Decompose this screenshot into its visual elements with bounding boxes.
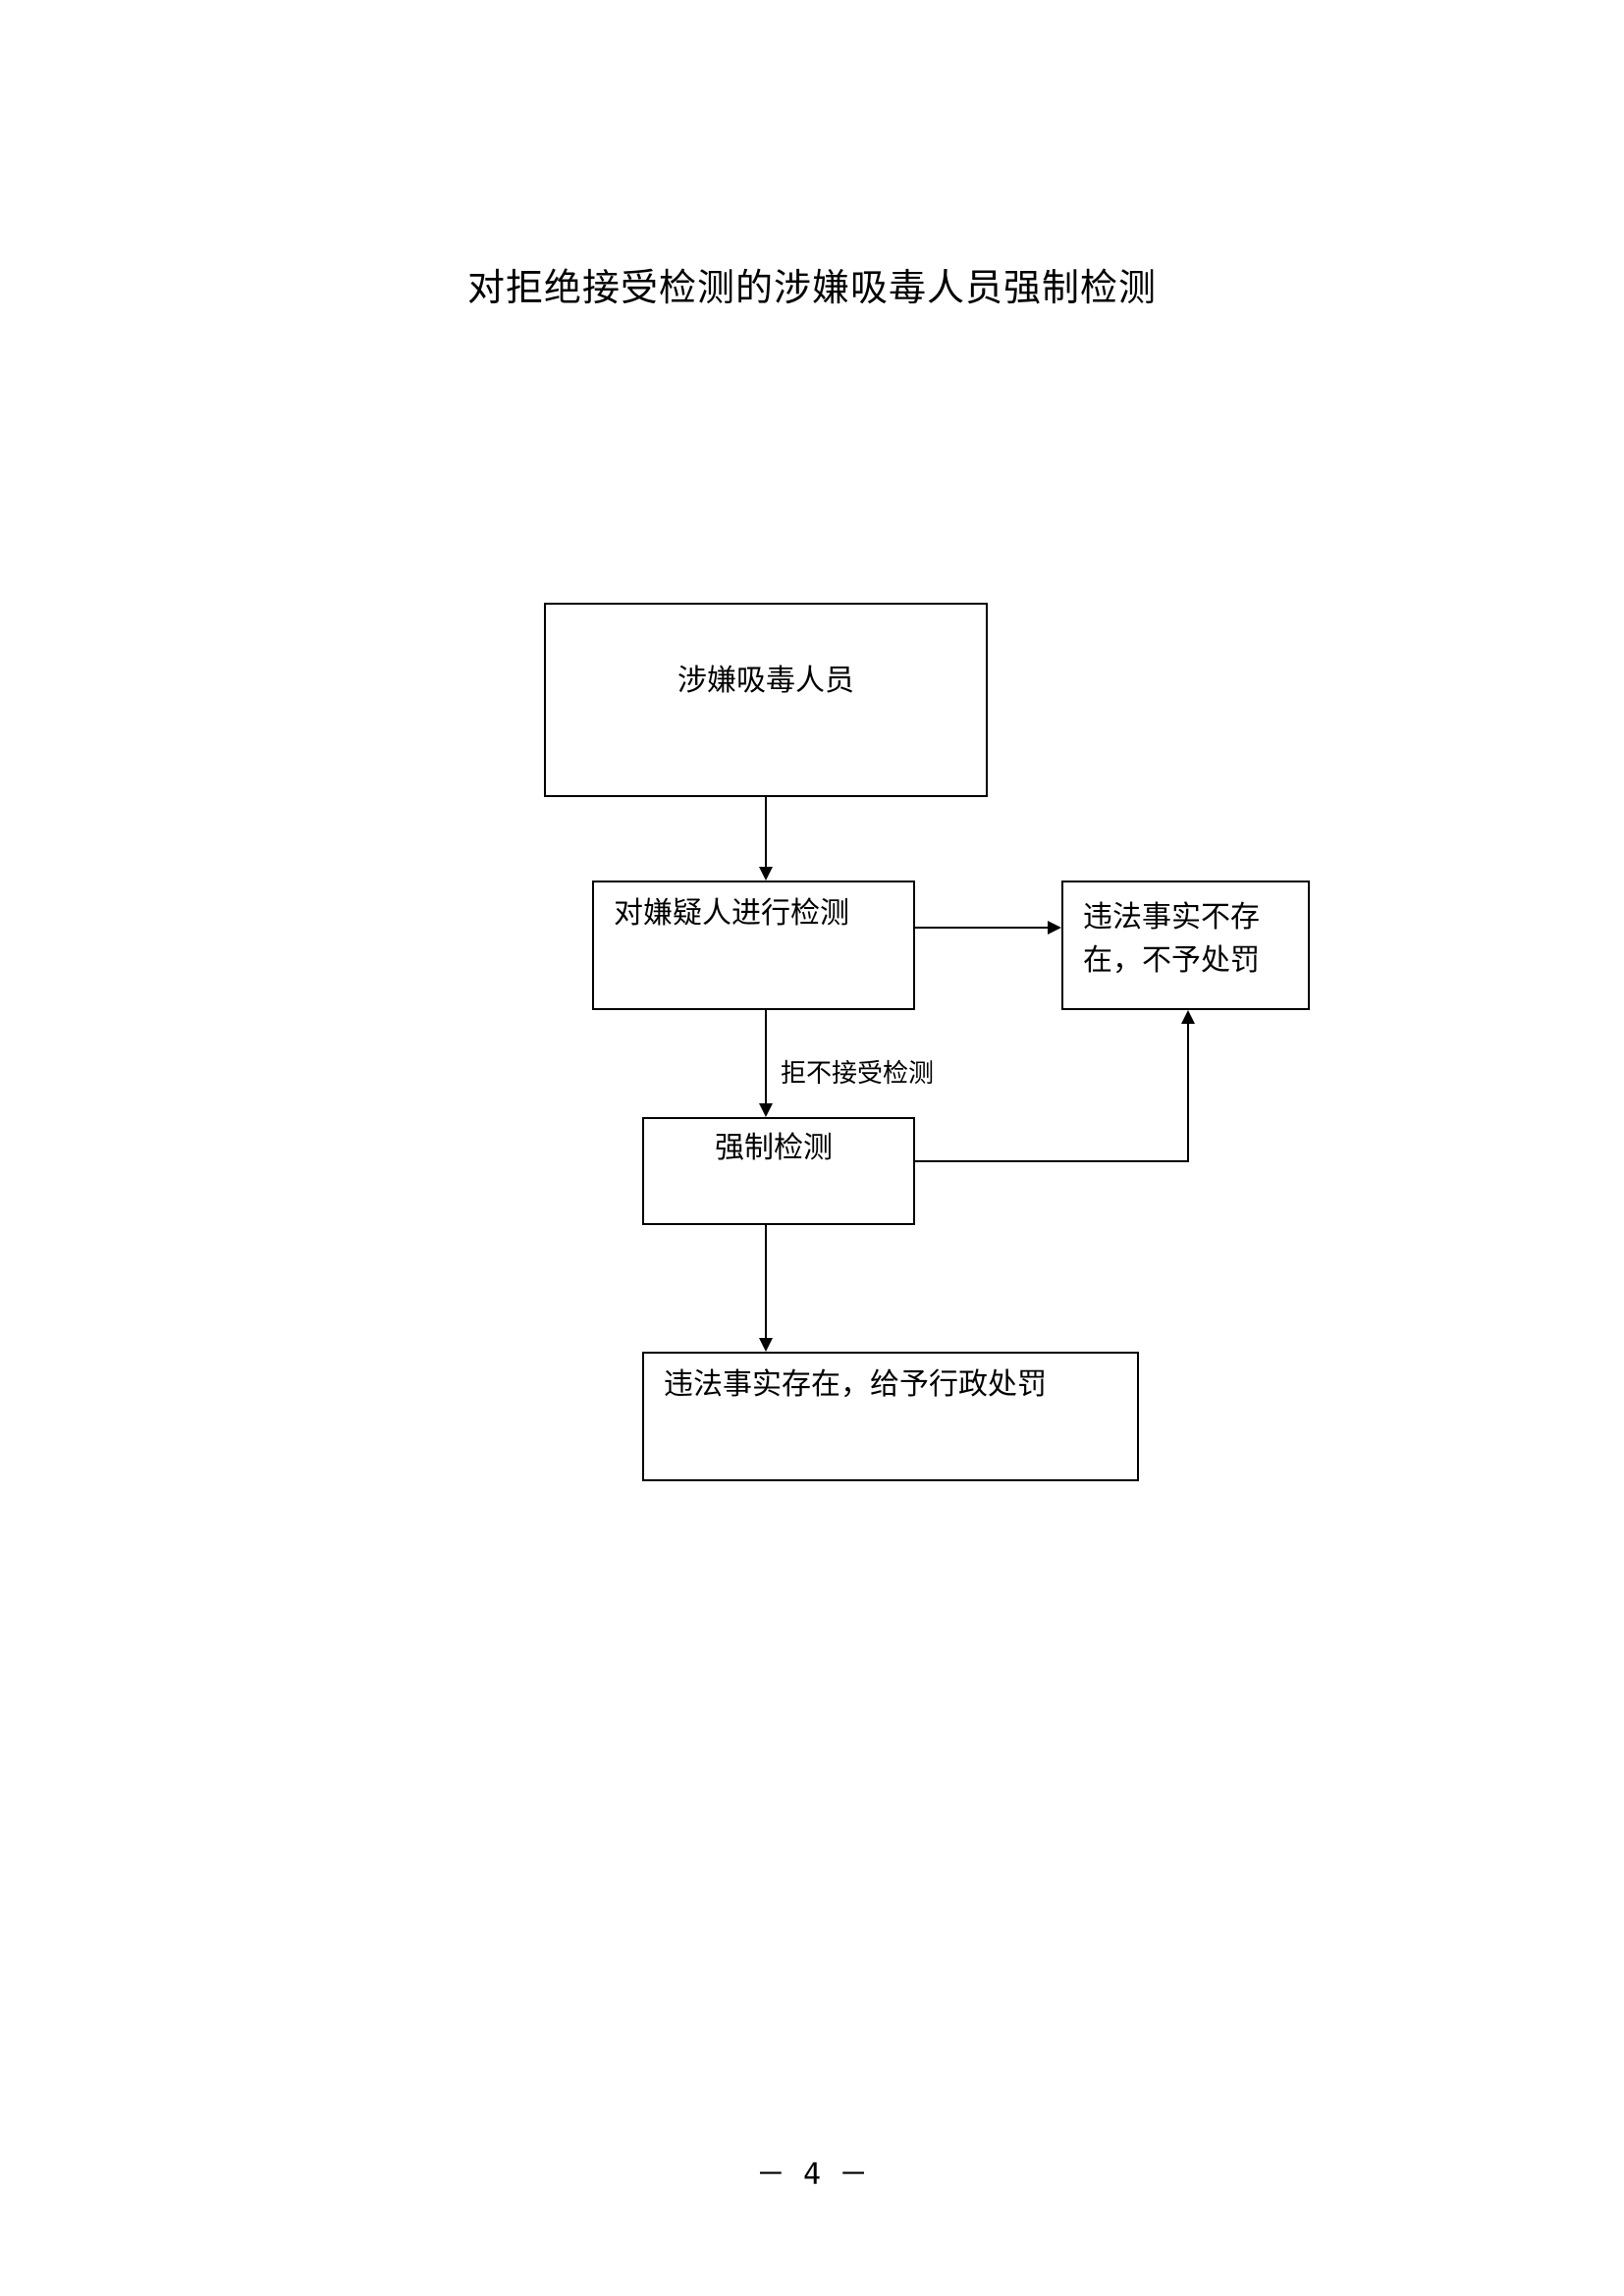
- node-forced-detection-label: 强制检测: [715, 1131, 833, 1165]
- node-violation: 违法事实存在，给予行政处罚: [642, 1352, 1139, 1481]
- node-no-violation: 违法事实不存在，不予处罚: [1061, 881, 1310, 1010]
- node-detect-label: 对嫌疑人进行检测: [614, 896, 849, 931]
- node-detect: 对嫌疑人进行检测: [592, 881, 915, 1010]
- node-violation-label: 违法事实存在，给予行政处罚: [664, 1367, 1047, 1402]
- node-suspect-label: 涉嫌吸毒人员: [677, 664, 854, 698]
- arrow-forced-to-no-violation: [915, 1010, 1195, 1162]
- edge-label-refuse-detection: 拒不接受检测: [781, 1059, 935, 1089]
- node-suspect: 涉嫌吸毒人员: [544, 603, 988, 797]
- page-number: － 4 －: [755, 2158, 869, 2192]
- node-no-violation-label: 违法事实不存在，不予处罚: [1083, 900, 1260, 978]
- page-title: 对拒绝接受检测的涉嫌吸毒人员强制检测: [466, 266, 1157, 309]
- node-forced-detection: 强制检测: [642, 1117, 915, 1225]
